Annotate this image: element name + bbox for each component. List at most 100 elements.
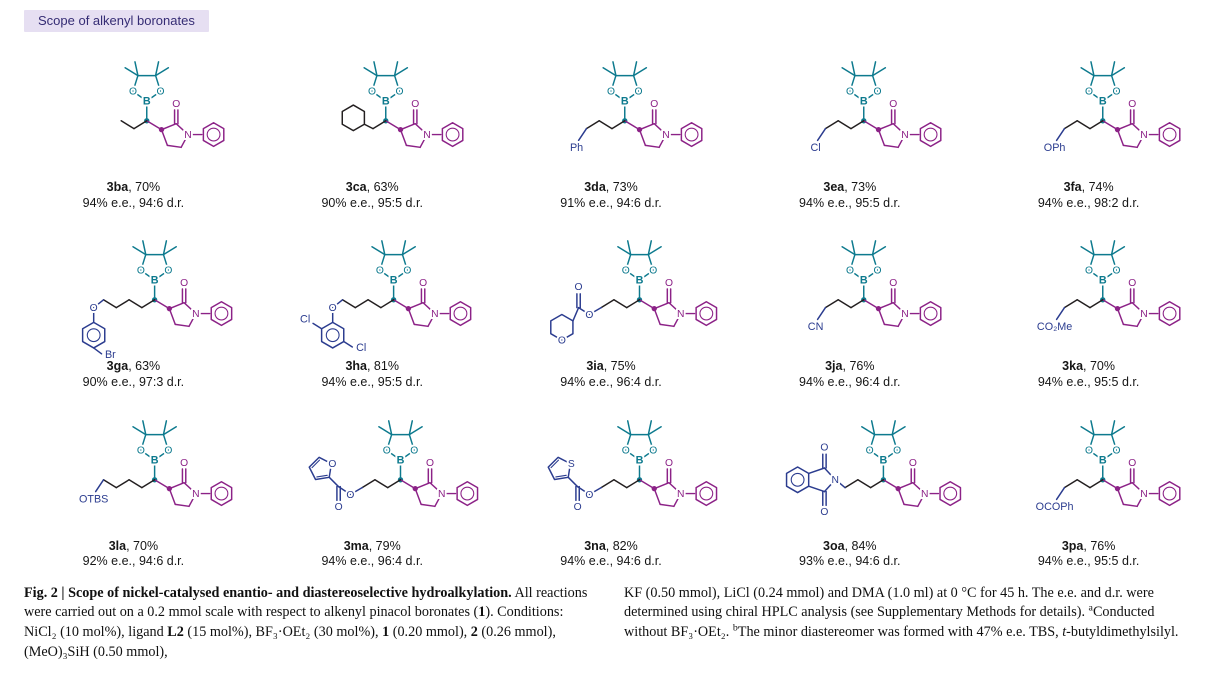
svg-text:O: O bbox=[1112, 445, 1120, 456]
svg-text:O: O bbox=[909, 458, 917, 469]
svg-text:N: N bbox=[1140, 130, 1147, 141]
compound-yield: , 81% bbox=[366, 359, 399, 374]
svg-text:N: N bbox=[431, 309, 438, 320]
svg-text:N: N bbox=[662, 130, 669, 141]
svg-text:Cl: Cl bbox=[810, 142, 820, 154]
svg-text:N: N bbox=[921, 488, 928, 499]
caption-text-segment: 2 bbox=[470, 623, 478, 640]
svg-text:B: B bbox=[621, 96, 629, 108]
compound-yield: , 63% bbox=[366, 180, 399, 194]
svg-text:O: O bbox=[1112, 266, 1120, 277]
svg-text:B: B bbox=[397, 454, 405, 466]
svg-text:O: O bbox=[1112, 87, 1120, 98]
figure-section-chip: Scope of alkenyl boronates bbox=[24, 10, 209, 32]
caption-text-segment: Fig. 2 | Scope of nickel-catalysed enant… bbox=[24, 584, 512, 601]
svg-text:O: O bbox=[335, 502, 343, 513]
svg-text:O: O bbox=[846, 266, 854, 277]
figure-caption: Fig. 2 | Scope of nickel-catalysed enant… bbox=[0, 572, 1222, 662]
svg-text:O: O bbox=[558, 336, 566, 347]
svg-text:N: N bbox=[1140, 309, 1147, 320]
svg-text:OCOPh: OCOPh bbox=[1035, 501, 1073, 513]
svg-text:O: O bbox=[376, 266, 384, 277]
svg-text:O: O bbox=[873, 266, 881, 277]
compound-id: 3ka bbox=[1062, 359, 1084, 374]
caption-text-segment: (0.26 mmol), (MeO)₃SiH (0.50 mmol), bbox=[24, 623, 556, 660]
svg-text:O: O bbox=[665, 458, 673, 469]
svg-text:O: O bbox=[820, 442, 828, 453]
compound-label: 3ea, 73% bbox=[823, 180, 876, 196]
compound-yield: , 70% bbox=[128, 180, 161, 194]
compound-label: 3na, 82% bbox=[584, 539, 638, 555]
svg-text:O: O bbox=[165, 445, 173, 456]
svg-text:N: N bbox=[193, 488, 200, 499]
compound-selectivity: 94% e.e., 95:5 d.r. bbox=[1037, 374, 1140, 389]
svg-text:N: N bbox=[185, 130, 192, 141]
svg-text:O: O bbox=[347, 489, 355, 500]
svg-text:O: O bbox=[396, 87, 404, 98]
caption-text-segment: ). Conditions: NiCl₂ (10 mol%), ligand bbox=[24, 604, 564, 640]
compound-selectivity: 94% e.e., 95:5 d.r. bbox=[799, 195, 901, 210]
compound-yield: , 76% bbox=[842, 359, 875, 374]
svg-text:O: O bbox=[419, 278, 427, 289]
svg-text:N: N bbox=[193, 309, 200, 320]
compound-yield: , 63% bbox=[128, 359, 161, 374]
compound-id: 3ha bbox=[345, 359, 367, 374]
compound-yield: , 73% bbox=[844, 180, 877, 194]
compound-id: 3ca bbox=[345, 180, 367, 194]
svg-text:O: O bbox=[329, 303, 337, 314]
caption-right-column: KF (0.50 mmol), LiCl (0.24 mmol) and DMA… bbox=[624, 584, 1198, 662]
caption-text-segment: KF (0.50 mmol), LiCl (0.24 mmol) and DMA… bbox=[624, 584, 1154, 621]
svg-text:O: O bbox=[383, 445, 391, 456]
caption-text-segment: 1 bbox=[382, 623, 390, 640]
compound-label: 3ma, 79% bbox=[344, 539, 401, 555]
svg-text:B: B bbox=[860, 96, 868, 108]
svg-text:O: O bbox=[607, 87, 615, 98]
svg-text:O: O bbox=[865, 445, 873, 456]
compound-label: 3da, 73% bbox=[584, 180, 638, 196]
compound-label: 3oa, 84% bbox=[823, 539, 877, 555]
svg-text:B: B bbox=[860, 275, 868, 287]
caption-text-segment: (0.20 mmol), bbox=[389, 623, 471, 640]
compound-label: 3ia, 75% bbox=[586, 359, 635, 375]
svg-text:O: O bbox=[1085, 87, 1093, 98]
svg-text:O: O bbox=[180, 278, 188, 289]
compound-label: 3ja, 76% bbox=[825, 359, 874, 375]
compound-yield: , 75% bbox=[603, 359, 636, 374]
compound-id: 3da bbox=[584, 180, 606, 194]
svg-text:O: O bbox=[1085, 445, 1093, 456]
compound-yield: , 70% bbox=[1083, 359, 1115, 374]
svg-text:B: B bbox=[143, 96, 151, 108]
svg-text:S: S bbox=[568, 459, 575, 470]
compound-selectivity: 94% e.e., 96:4 d.r. bbox=[321, 554, 423, 569]
compound-selectivity: 94% e.e., 95:5 d.r. bbox=[321, 374, 423, 389]
caption-text-segment: All reactions were carried out on a 0.2 … bbox=[24, 584, 588, 621]
svg-text:O: O bbox=[1085, 266, 1093, 277]
compound-selectivity: 94% e.e., 96:4 d.r. bbox=[560, 374, 662, 389]
compound-label: 3ha, 81% bbox=[345, 359, 399, 375]
svg-text:O: O bbox=[157, 87, 165, 98]
compound-selectivity: 92% e.e., 94:6 d.r. bbox=[82, 554, 185, 569]
compound-id: 3pa bbox=[1061, 538, 1084, 553]
svg-text:O: O bbox=[585, 310, 593, 321]
compound-selectivity: 90% e.e., 95:5 d.r. bbox=[321, 195, 423, 210]
svg-text:O: O bbox=[889, 278, 897, 289]
compound-yield: , 74% bbox=[1081, 180, 1114, 194]
compound-id: 3fa bbox=[1063, 180, 1082, 194]
svg-text:O: O bbox=[1128, 458, 1136, 469]
compound-id: 3ga bbox=[106, 359, 129, 374]
compound-label: 3ba, 70% bbox=[107, 180, 161, 196]
caption-text-segment: The minor diastereomer was formed with 4… bbox=[737, 623, 1063, 640]
svg-text:Cl: Cl bbox=[356, 342, 366, 354]
compound-selectivity: 91% e.e., 94:6 d.r. bbox=[560, 195, 662, 210]
svg-text:B: B bbox=[879, 454, 887, 466]
